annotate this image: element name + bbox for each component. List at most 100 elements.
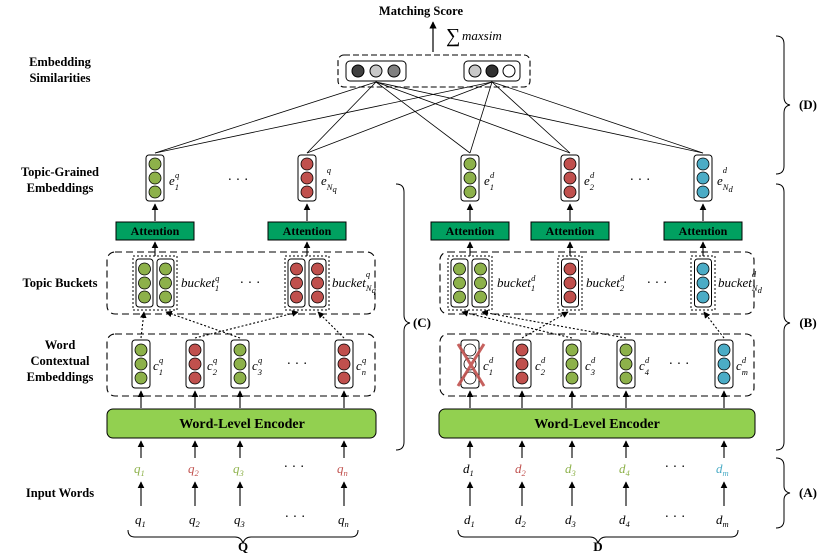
attention-d2: Attention	[530, 221, 610, 241]
bucket-dNd	[694, 258, 712, 308]
doc-group-label: D	[593, 539, 602, 553]
sim-dot	[485, 64, 499, 78]
svg-text:Attention: Attention	[679, 224, 728, 238]
input-token-q3: q3	[234, 512, 245, 529]
attention-qNq: Attention	[267, 221, 347, 241]
bracket-B-label: (B)	[799, 315, 816, 330]
bucket-qNq-label: bucketNqq	[332, 269, 377, 295]
contextual-d2-label: c2d	[535, 355, 546, 377]
assignment-arrows	[140, 309, 725, 339]
topic-embedding-dNd-label: eNdd	[717, 165, 733, 194]
matching-score-title: Matching Score	[379, 4, 464, 18]
contextual-q2-label: c2q	[207, 355, 218, 377]
query-contextual-box	[106, 333, 376, 397]
row-label-embedding-similarities-2: Similarities	[29, 71, 90, 85]
topic-embedding-d1-label: e1d	[484, 170, 495, 192]
contextual-d1-label: c1d	[483, 355, 494, 377]
bucket-dNd-label: bucketNdd	[718, 269, 763, 295]
input-token-d3: d3	[565, 512, 576, 529]
attention-d1: Attention	[430, 221, 510, 241]
contextual-q3-label: c3q	[252, 355, 263, 377]
similarity-lines	[154, 81, 704, 154]
contextual-dm-label: cmd	[736, 355, 748, 377]
row-label-topic-buckets: Topic Buckets	[23, 276, 98, 290]
topic-embedding-qNq	[297, 154, 317, 202]
bucket-d2-border	[557, 255, 583, 311]
colored-token-q1: q1	[134, 461, 145, 478]
input-token-q2: q2	[189, 512, 201, 529]
bucket-d1-border	[447, 255, 493, 311]
input-token-q1: q1	[135, 512, 146, 529]
bracket-A-label: (A)	[799, 485, 817, 500]
row-label-word-contextual-1: Word	[45, 338, 76, 352]
contextual-q2	[185, 339, 205, 389]
bracket-C	[395, 183, 411, 451]
bracket-B	[775, 183, 791, 451]
ellipsis: · · ·	[228, 173, 249, 188]
query-topic-buckets-box	[106, 251, 376, 315]
contextual-q1	[131, 339, 151, 389]
similarities-box	[337, 54, 531, 88]
row-label-topic-grained-1: Topic-Grained	[21, 165, 99, 179]
doc-contextual-box	[439, 333, 755, 397]
bucket-qNq	[287, 258, 327, 308]
svg-text:Attention: Attention	[446, 224, 495, 238]
bucket-q1	[135, 258, 175, 308]
topic-embedding-d1	[460, 154, 480, 202]
contextual-q1-label: c1q	[153, 355, 164, 377]
bracket-D-label: (D)	[799, 97, 817, 112]
query-group-label: Q	[238, 539, 248, 553]
svg-text:Attention: Attention	[131, 224, 180, 238]
contextual-qn	[334, 339, 354, 389]
row-label-topic-grained-2: Embeddings	[27, 181, 94, 195]
input-token-d4: d4	[619, 512, 631, 529]
sim-dot	[369, 64, 383, 78]
ellipsis: · · ·	[665, 460, 686, 475]
contextual-qn-label: cnq	[356, 355, 367, 377]
bracket-C-label: (C)	[413, 315, 431, 330]
colored-token-q3: q3	[233, 461, 244, 478]
bucket-q1-border	[132, 255, 178, 311]
bucket-qNq-border	[284, 255, 330, 311]
ellipsis: · · ·	[669, 357, 690, 372]
topic-embedding-q1-label: e1q	[169, 170, 180, 192]
topic-embedding-q1	[145, 154, 165, 202]
row-label-input-words: Input Words	[26, 486, 94, 500]
ellipsis: · · ·	[630, 173, 651, 188]
colored-token-d4: d4	[619, 461, 631, 478]
maxsim-label: maxsim	[462, 28, 502, 43]
doc-group-brace	[457, 529, 739, 545]
bucket-d2	[561, 258, 579, 308]
topic-embedding-dNd	[693, 154, 713, 202]
row-label-word-contextual-2: Contextual	[30, 354, 90, 368]
input-token-d1: d1	[464, 512, 475, 529]
colored-token-d3: d3	[565, 461, 576, 478]
bucket-d1	[450, 258, 490, 308]
input-token-qn: qn	[338, 512, 349, 529]
row-label-embedding-similarities-1: Embedding	[29, 55, 92, 69]
ellipsis: · · ·	[284, 460, 305, 475]
bucket-dNd-border	[690, 255, 716, 311]
contextual-dm	[714, 339, 734, 389]
svg-text:Word-Level Encoder: Word-Level Encoder	[534, 417, 660, 432]
contextual-d2	[512, 339, 532, 389]
ellipsis: · · ·	[665, 510, 686, 525]
colored-token-q2: q2	[188, 461, 200, 478]
ellipsis: · · ·	[287, 357, 308, 372]
svg-text:Word-Level Encoder: Word-Level Encoder	[179, 417, 305, 432]
sim-dot	[468, 64, 482, 78]
sim-dot	[387, 64, 401, 78]
doc-topic-buckets-box	[439, 251, 755, 315]
query-group-brace	[127, 529, 359, 545]
svg-text:Attention: Attention	[546, 224, 595, 238]
bracket-A	[775, 457, 791, 529]
attention-q1: Attention	[115, 221, 195, 241]
bucket-q1-label: bucket1q	[181, 273, 220, 293]
bucket-d1-label: bucket1d	[497, 273, 536, 293]
contextual-d4	[616, 339, 636, 389]
topic-embedding-qNq-label: eNqq	[321, 165, 337, 194]
doc-word-level-encoder: Word-Level Encoder	[438, 408, 756, 439]
removed-cross-icon	[456, 343, 486, 387]
row-label-word-contextual-3: Embeddings	[27, 370, 94, 384]
